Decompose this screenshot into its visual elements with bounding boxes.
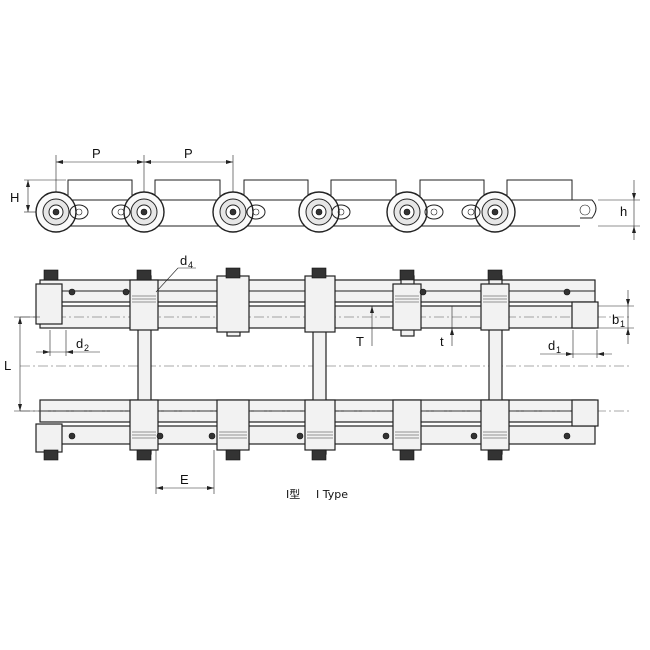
side-rollers — [35, 191, 516, 233]
height-H-label: H — [10, 190, 19, 205]
pitch-label-2: P — [184, 146, 193, 161]
d2-dimension: d 2 — [36, 330, 100, 356]
lower-hubs — [35, 399, 599, 453]
t-label: t — [440, 334, 444, 349]
d1-label-sub: 1 — [556, 345, 561, 355]
t-dimension: t — [440, 306, 454, 349]
b1-label-main: b — [612, 312, 619, 327]
caption-cn: I型 — [286, 487, 300, 501]
E-dimension: E — [155, 450, 215, 494]
d4-label-sub: 4 — [188, 260, 193, 270]
d2-label-main: d — [76, 336, 83, 351]
caption-en: I Type — [316, 488, 348, 501]
plan-view: d 4 d 2 d 1 — [4, 253, 634, 494]
caption: I型 I Type — [286, 487, 348, 501]
L-label: L — [4, 358, 11, 373]
b1-label-sub: 1 — [620, 319, 625, 329]
height-h-dimension: h — [598, 180, 640, 240]
pitch-dimensions: P P — [55, 146, 234, 192]
T-label: T — [356, 334, 364, 349]
L-dimension: L — [4, 316, 40, 412]
height-H-dimension: H — [10, 179, 66, 213]
pin-heads — [43, 267, 571, 461]
pitch-label-1: P — [92, 146, 101, 161]
d4-label-main: d — [180, 253, 187, 268]
side-ears — [69, 204, 481, 220]
side-view: P P H h — [10, 146, 640, 240]
T-dimension: T — [356, 306, 374, 349]
height-h-label: h — [620, 204, 627, 219]
d2-label-sub: 2 — [84, 343, 89, 353]
d1-dimension: d 1 — [540, 330, 612, 358]
d4-callout: d 4 — [155, 253, 196, 293]
d1-label-main: d — [548, 338, 555, 353]
roller-hatching — [132, 295, 507, 439]
E-label: E — [180, 472, 189, 487]
b1-dimension: b 1 — [598, 290, 634, 344]
upper-hubs — [35, 275, 599, 333]
